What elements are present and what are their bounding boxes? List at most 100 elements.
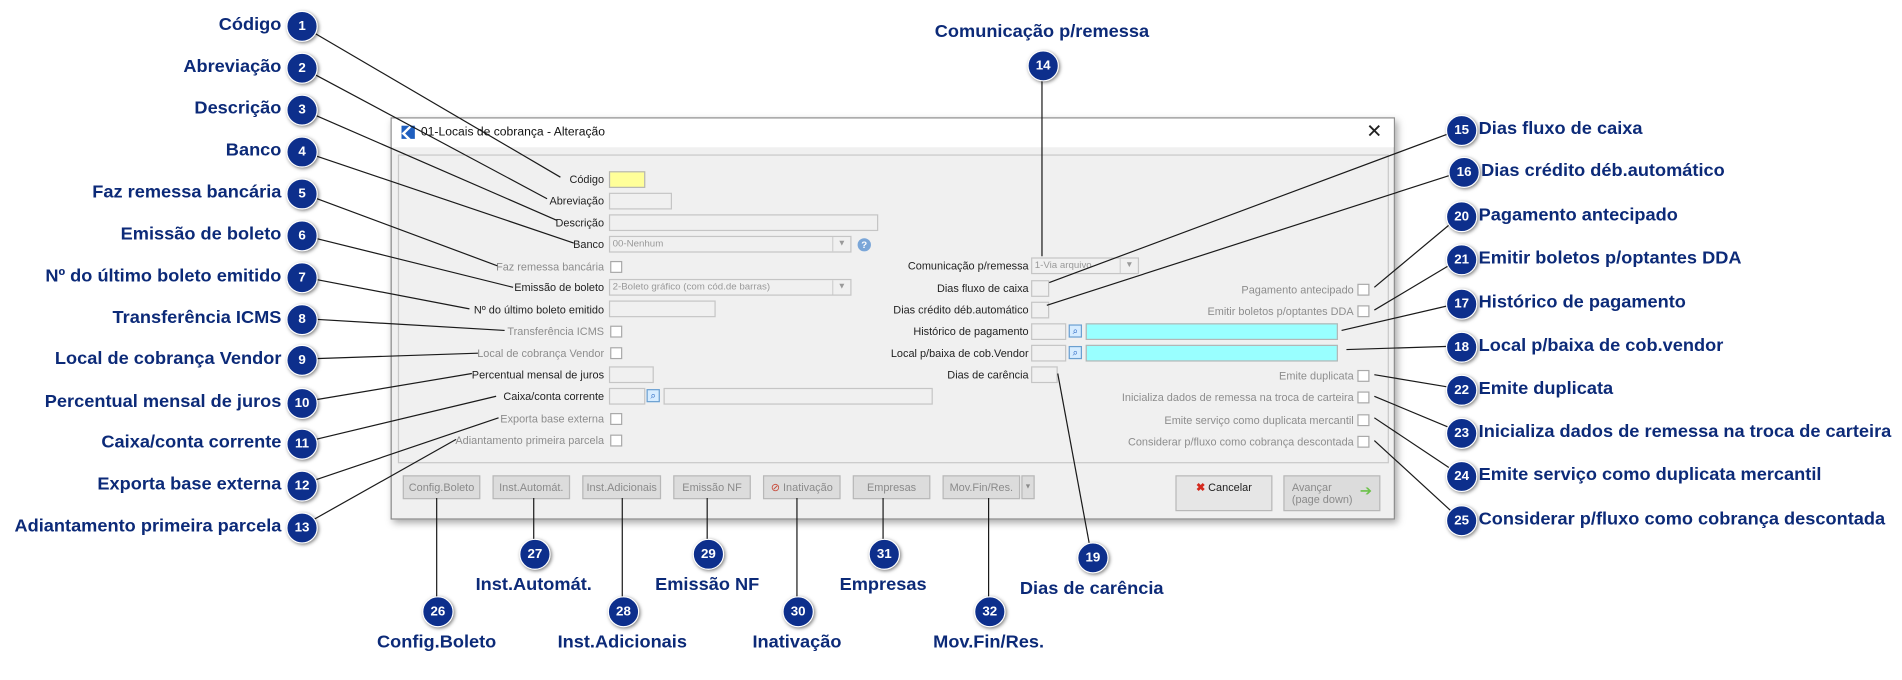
app-icon xyxy=(401,125,415,139)
emite-duplicata-checkbox[interactable] xyxy=(1357,369,1370,382)
codigo-input[interactable] xyxy=(608,171,646,188)
mov-fin-button[interactable]: Mov.Fin/Res. xyxy=(942,475,1021,500)
adiantamento-checkbox[interactable] xyxy=(610,434,623,447)
callout-label-7: Nº do último boleto emitido xyxy=(45,265,282,287)
callout-label-11: Caixa/conta corrente xyxy=(101,432,282,453)
local-baixa-input[interactable] xyxy=(1031,344,1067,362)
callout-label-15: Dias fluxo de caixa xyxy=(1478,118,1643,139)
lookup-icon[interactable]: ⌕ xyxy=(646,389,660,403)
transferencia-icms-label: Transferência ICMS xyxy=(507,325,605,338)
abreviacao-input[interactable] xyxy=(608,192,673,210)
callout-badge-25: 25 xyxy=(1445,505,1478,537)
caixa-conta-label: Caixa/conta corrente xyxy=(503,390,605,403)
deactivate-icon: ⊘ xyxy=(770,481,780,494)
emite-duplicata-label: Emite duplicata xyxy=(1279,369,1354,382)
callout-label-25: Considerar p/fluxo como cobrança descont… xyxy=(1478,508,1886,530)
callout-label-2: Abreviação xyxy=(183,56,282,77)
cancel-x-icon: ✖ xyxy=(1195,481,1206,494)
considerar-fluxo-checkbox[interactable] xyxy=(1357,435,1370,448)
callout-badge-23: 23 xyxy=(1445,417,1478,449)
avancar-button[interactable]: Avançar(page down)➔ xyxy=(1283,475,1381,512)
dias-carencia-input[interactable] xyxy=(1031,366,1058,384)
callout-badge-16: 16 xyxy=(1448,156,1480,188)
callout-badge-26: 26 xyxy=(422,596,454,628)
ultimo-boleto-input[interactable] xyxy=(608,300,716,318)
callout-label-18: Local p/baixa de cob.vendor xyxy=(1478,335,1724,356)
inst-automat-button[interactable]: Inst.Automát. xyxy=(492,475,571,500)
callout-label-19: Dias de carência xyxy=(1019,578,1164,599)
inicializa-dados-label: Inicializa dados de remessa na troca de … xyxy=(1121,391,1354,404)
inativacao-button[interactable]: ⊘ Inativação xyxy=(762,475,841,500)
inicializa-dados-checkbox[interactable] xyxy=(1357,391,1370,404)
percentual-juros-input[interactable] xyxy=(608,366,654,384)
faz-remessa-checkbox[interactable] xyxy=(610,260,623,273)
historico-input[interactable] xyxy=(1031,323,1067,340)
callout-badge-21: 21 xyxy=(1445,244,1478,276)
callout-label-14: Comunicação p/remessa xyxy=(934,21,1150,42)
dias-fluxo-input[interactable] xyxy=(1031,280,1050,297)
callout-label-3: Descrição xyxy=(194,98,282,119)
chevron-down-icon: ▼ xyxy=(832,237,850,252)
inst-adicionais-button[interactable]: Inst.Adicionais xyxy=(582,475,662,500)
callout-label-17: Histórico de pagamento xyxy=(1478,292,1686,313)
callout-badge-12: 12 xyxy=(286,470,318,502)
close-button[interactable]: ✕ xyxy=(1366,122,1383,143)
callout-badge-30: 30 xyxy=(782,596,814,628)
callout-badge-14: 14 xyxy=(1027,50,1059,82)
callout-label-29: Emissão NF xyxy=(655,574,760,595)
callout-badge-18: 18 xyxy=(1445,331,1478,363)
transferencia-icms-checkbox[interactable] xyxy=(610,325,623,338)
callout-label-13: Adiantamento primeira parcela xyxy=(14,515,282,537)
emite-servico-checkbox[interactable] xyxy=(1357,414,1370,427)
callout-label-27: Inst.Automát. xyxy=(475,574,592,595)
exporta-base-checkbox[interactable] xyxy=(610,413,623,425)
callout-badge-2: 2 xyxy=(286,52,318,84)
historico-label: Histórico de pagamento xyxy=(913,325,1029,338)
comunicacao-label: Comunicação p/remessa xyxy=(907,259,1029,272)
callout-label-26: Config.Boleto xyxy=(377,632,497,653)
window-title: 01-Locais de cobrança - Alteração xyxy=(420,125,606,139)
lookup-icon[interactable]: ⌕ xyxy=(1068,345,1083,360)
considerar-fluxo-label: Considerar p/fluxo como cobrança descont… xyxy=(1127,435,1354,448)
cancel-button[interactable]: ✖ Cancelar xyxy=(1175,475,1273,512)
config-boleto-button[interactable]: Config.Boleto xyxy=(402,475,481,500)
dias-fluxo-label: Dias fluxo de caixa xyxy=(936,282,1029,295)
callout-badge-13: 13 xyxy=(286,512,318,544)
callout-badge-7: 7 xyxy=(286,262,318,294)
empresas-button[interactable]: Empresas xyxy=(852,475,931,500)
emissao-boleto-label: Emissão de boleto xyxy=(514,281,605,294)
callout-label-21: Emitir boletos p/optantes DDA xyxy=(1478,247,1742,269)
abreviacao-label: Abreviação xyxy=(549,195,605,208)
lookup-icon[interactable]: ⌕ xyxy=(1068,324,1083,338)
mov-fin-dropdown-arrow[interactable]: ▼ xyxy=(1021,475,1035,500)
callout-badge-31: 31 xyxy=(868,538,901,570)
emitir-dda-checkbox[interactable] xyxy=(1357,305,1370,318)
emissao-boleto-select[interactable]: 2-Boleto gráfico (com cód.de barras)▼ xyxy=(608,278,852,296)
emissao-nf-button[interactable]: Emissão NF xyxy=(673,475,751,500)
caixa-conta-input[interactable] xyxy=(608,387,646,405)
comunicacao-select[interactable]: 1-Via arquivo▼ xyxy=(1031,257,1140,275)
callout-badge-24: 24 xyxy=(1445,460,1478,493)
banco-select[interactable]: 00-Nenhum▼ xyxy=(608,235,852,253)
descricao-label: Descrição xyxy=(555,216,605,229)
local-vendor-label: Local de cobrança Vendor xyxy=(477,347,605,360)
codigo-label: Código xyxy=(569,173,605,186)
callout-badge-10: 10 xyxy=(286,387,318,420)
descricao-input[interactable] xyxy=(608,214,879,232)
callout-badge-17: 17 xyxy=(1445,288,1478,320)
callout-label-8: Transferência ICMS xyxy=(112,307,282,329)
dias-credito-input[interactable] xyxy=(1031,301,1050,319)
help-icon[interactable]: ? xyxy=(857,238,871,252)
callout-badge-28: 28 xyxy=(607,596,640,628)
banco-label: Banco xyxy=(573,238,605,251)
callout-label-9: Local de cobrança Vendor xyxy=(54,348,282,369)
callout-badge-32: 32 xyxy=(974,596,1006,628)
callout-badge-15: 15 xyxy=(1445,114,1478,147)
local-vendor-checkbox[interactable] xyxy=(610,347,623,360)
local-baixa-label: Local p/baixa de cob.Vendor xyxy=(890,347,1029,360)
emite-servico-label: Emite serviço como duplicata mercantil xyxy=(1164,414,1354,427)
exporta-base-label: Exporta base externa xyxy=(500,413,605,425)
callout-badge-19: 19 xyxy=(1077,542,1109,574)
pagamento-antecipado-checkbox[interactable] xyxy=(1357,283,1370,296)
percentual-juros-label: Percentual mensal de juros xyxy=(471,368,605,381)
